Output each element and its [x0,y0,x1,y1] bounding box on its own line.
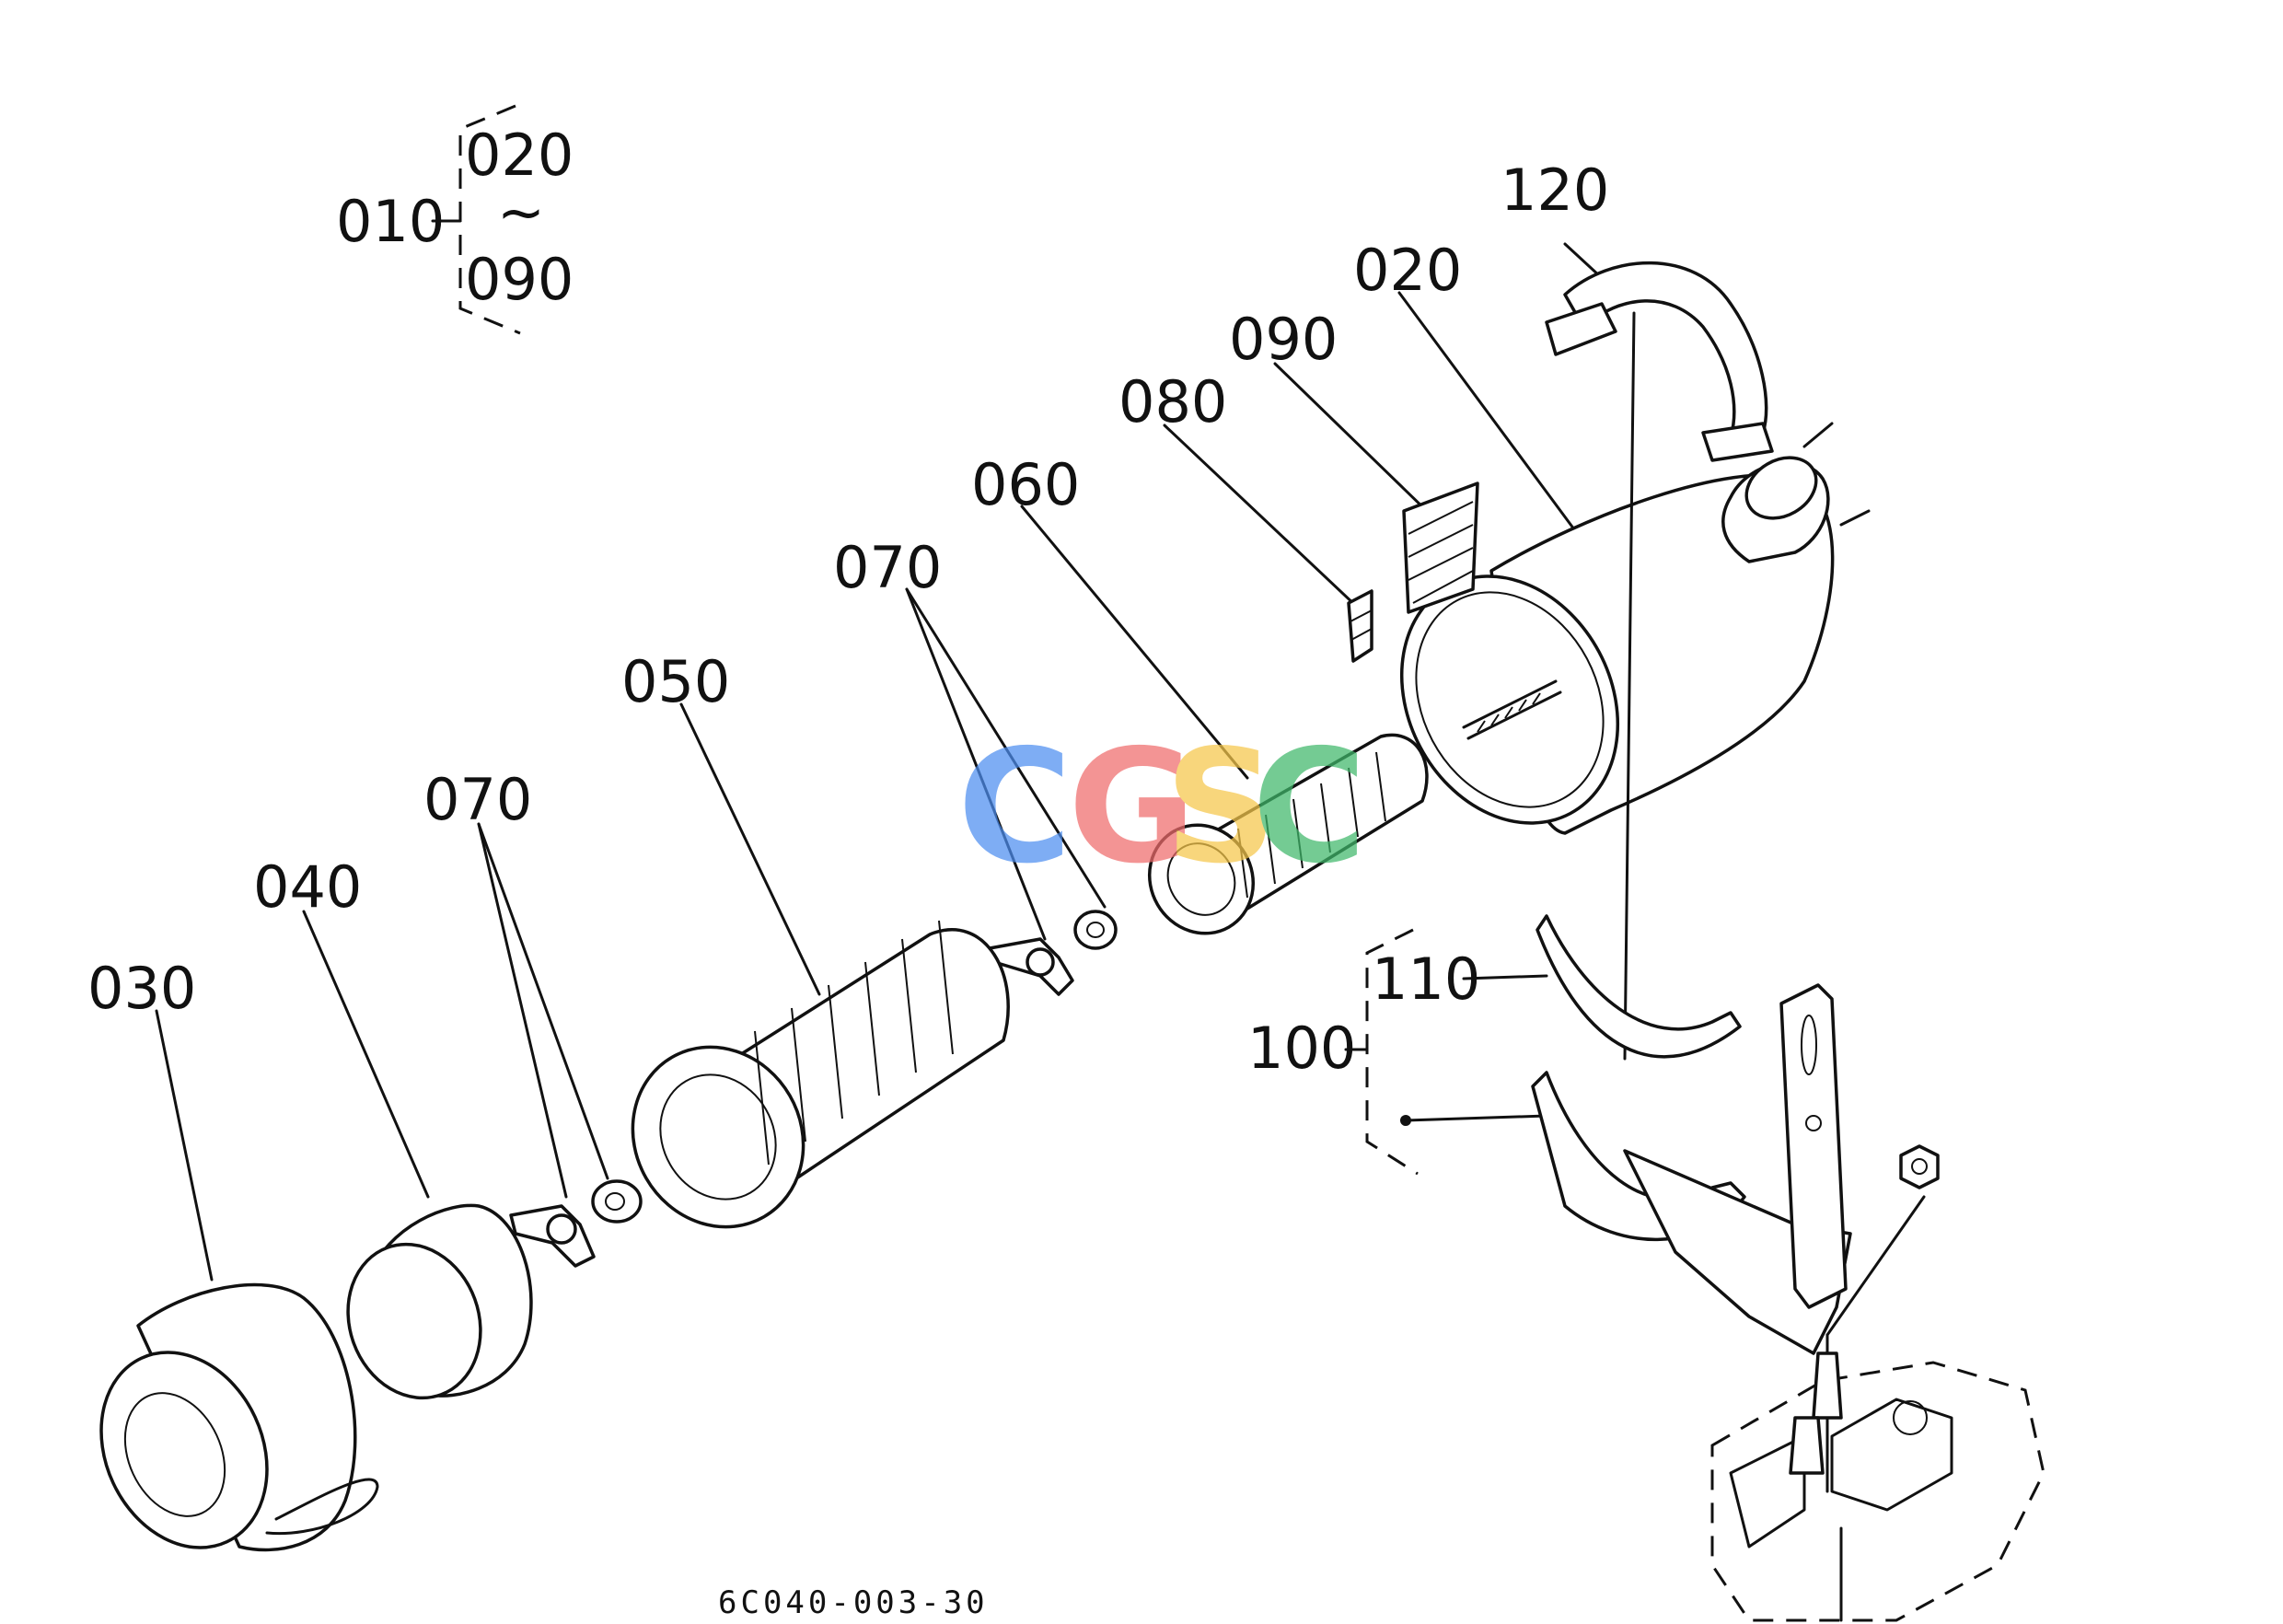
label-070-lower: 070 [423,766,532,833]
label-sheet-090 [1402,481,1479,614]
label-100: 100 [1247,1015,1356,1082]
band-110 [1536,914,1742,1059]
label-010: 010 [336,188,445,255]
dust-cover-030 [99,1282,379,1552]
washer-070-lower [591,1179,643,1224]
assembly-group-100 [1344,928,1548,1176]
watermark-letter-3: S [1165,716,1277,899]
label-090-range-end: 090 [465,246,574,313]
outer-element-050 [631,920,1010,1229]
drawing-code: 6C040-003-30 [718,1584,989,1621]
label-030: 030 [87,955,196,1022]
inner-element-060 [1147,733,1429,935]
watermark-letter-4: C [1252,716,1367,899]
air-cleaner-housing-020 [1399,311,1871,1061]
engine-cylinder-head [1710,1333,2045,1622]
washer-070-upper [1073,910,1118,950]
label-060: 060 [971,451,1080,518]
assembly-group-010: 010 020 ~ 090 [336,104,574,335]
hex-nut [1899,1144,1940,1189]
label-020: 020 [1353,237,1462,304]
label-120: 120 [1501,157,1609,224]
label-080: 080 [1118,368,1227,435]
label-sheet-080 [1347,589,1373,663]
watermark-letter-1: C [957,716,1072,899]
mounting-bracket [1531,983,1926,1355]
label-050: 050 [621,648,730,715]
wing-nut-070-upper [988,937,1074,996]
label-070-upper: 070 [833,534,942,601]
band-strap-120 [1545,261,1774,462]
leader-lines [155,242,1627,1282]
cgsc-watermark: C G S C [957,716,1367,899]
label-040: 040 [253,853,362,921]
element-cap-040 [346,1203,533,1400]
wing-nut-070-lower [509,1204,596,1268]
watermark-letter-2: G [1068,716,1197,899]
label-090: 090 [1229,306,1338,373]
range-symbol: ~ [497,179,545,246]
label-020-range-start: 020 [465,122,574,189]
